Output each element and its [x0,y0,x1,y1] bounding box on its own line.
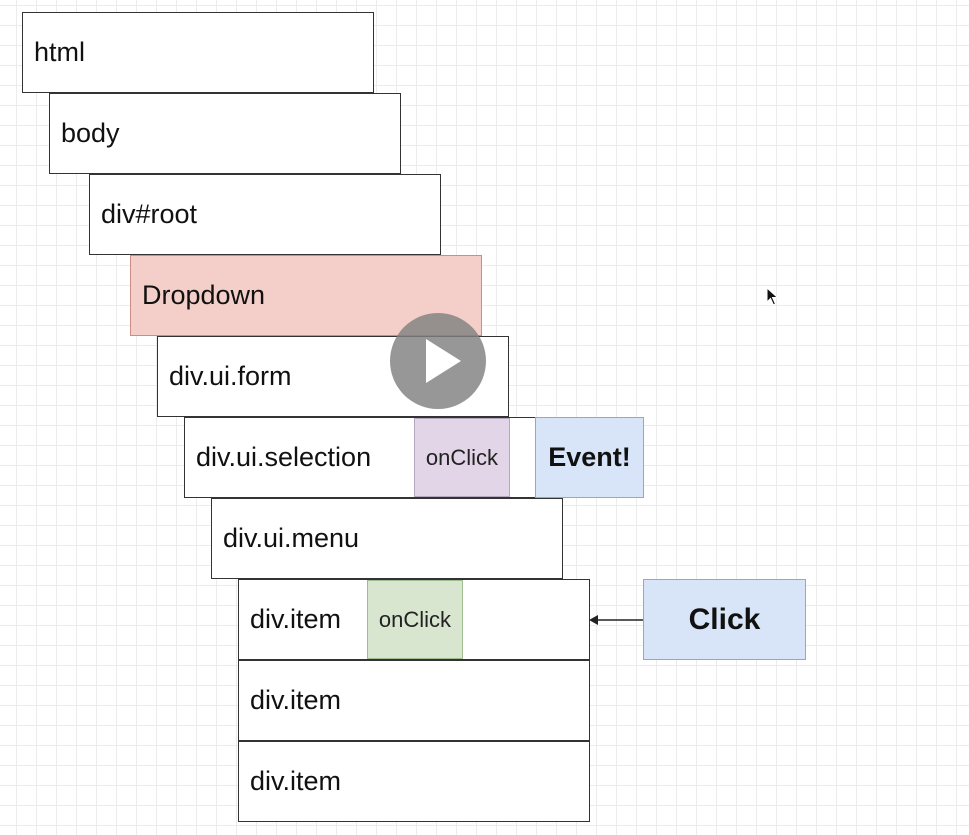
play-icon [426,339,461,383]
node-div-item-3-label: div.item [250,766,342,796]
node-html: html [22,12,374,93]
event-label: Event! [548,442,631,472]
click-arrow [589,615,643,625]
selection-onclick-handler: onClick [414,418,510,497]
click-label: Click [688,602,761,636]
node-body: body [49,93,401,174]
mouse-cursor-icon [766,287,779,306]
node-div-item-1-label: div.item [250,604,342,634]
node-div-ui-form-label: div.ui.form [169,361,292,391]
item-onclick-label: onClick [378,606,452,632]
node-div-ui-menu-label: div.ui.menu [223,523,360,553]
node-div-root-label: div#root [101,199,198,229]
node-dropdown: Dropdown [130,255,482,336]
click-arrow-head [589,615,598,625]
click-label-box: Click [643,579,806,660]
node-div-ui-menu: div.ui.menu [211,498,563,579]
node-div-root: div#root [89,174,441,255]
node-div-item-2-label: div.item [250,685,342,715]
node-div-ui-selection-label: div.ui.selection [196,442,372,472]
node-div-item-2: div.item [238,660,590,741]
play-button[interactable] [390,313,486,409]
item-onclick-handler: onClick [367,580,463,659]
node-dropdown-label: Dropdown [142,280,266,310]
event-label-box: Event! [535,417,644,498]
node-div-item-3: div.item [238,741,590,822]
node-body-label: body [61,118,120,148]
node-html-label: html [34,37,86,67]
selection-onclick-label: onClick [425,444,499,470]
